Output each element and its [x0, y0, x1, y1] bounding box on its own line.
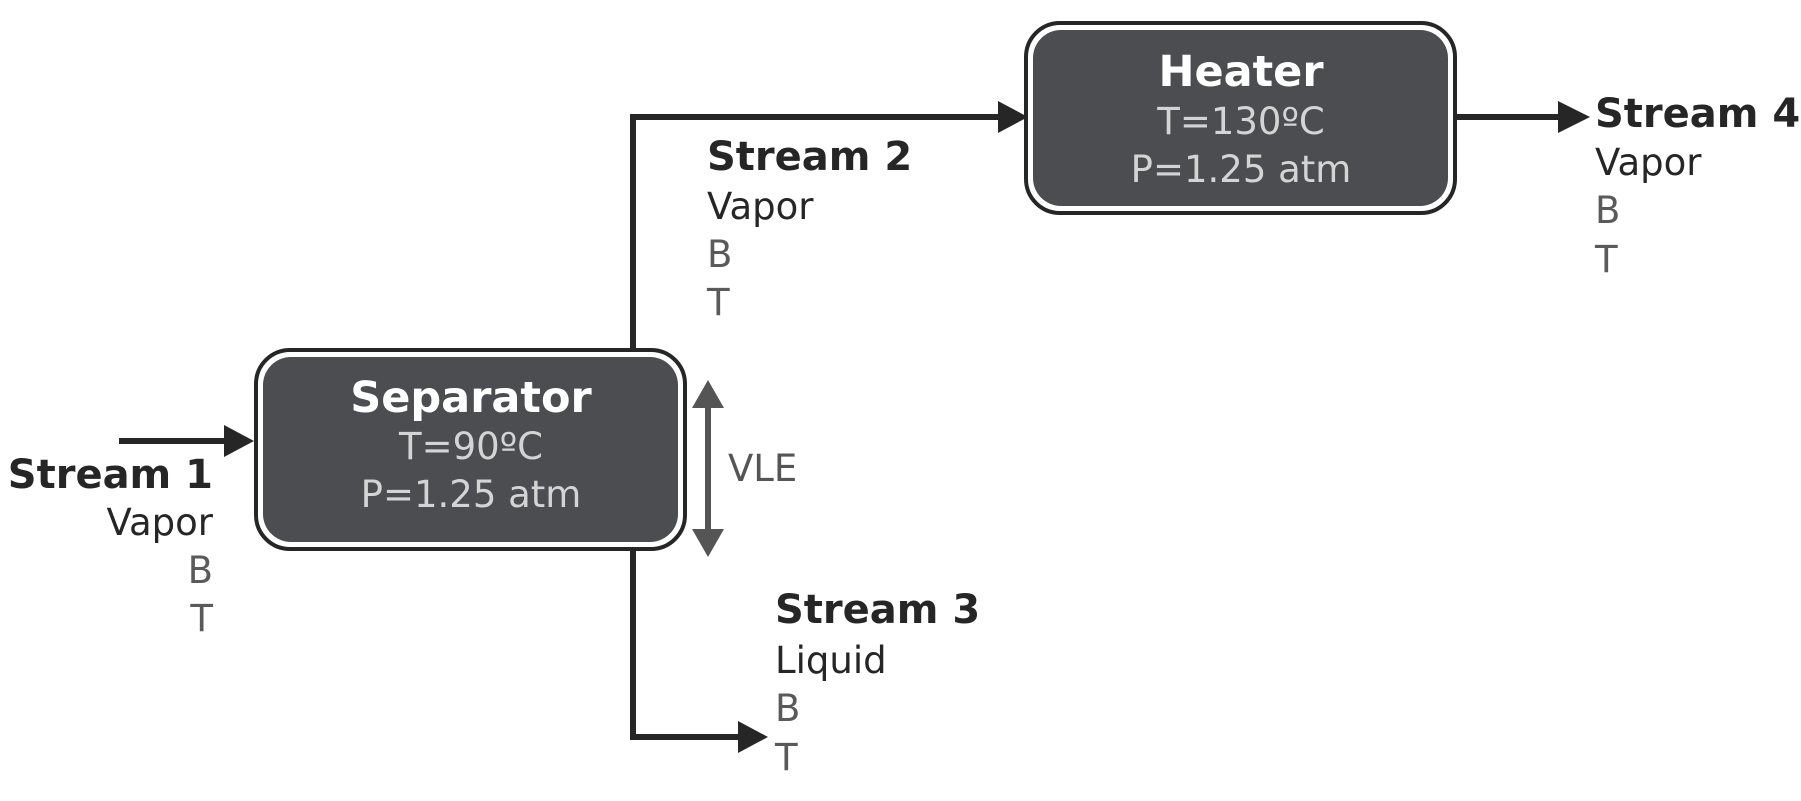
stream-3-label: Stream 3 Liquid B T — [774, 587, 980, 779]
stream-3-component: B — [775, 687, 800, 730]
stream-4-name: Stream 4 — [1595, 91, 1800, 137]
stream-4-phase: Vapor — [1595, 141, 1702, 184]
stream-1-label: Stream 1 Vapor B T — [8, 452, 214, 640]
heater-title: Heater — [1158, 47, 1324, 97]
stream-3-component: T — [774, 736, 798, 779]
stream-1-line — [119, 425, 254, 457]
separator-unit: Separator T=90ºC P=1.25 atm — [254, 348, 687, 551]
stream-2-component: B — [707, 233, 732, 276]
heater-temperature: T=130ºC — [1156, 100, 1325, 143]
stream-4-component: B — [1595, 189, 1620, 232]
stream-4-label: Stream 4 Vapor B T — [1594, 91, 1800, 281]
vle-label: VLE — [728, 447, 797, 490]
stream-2-component: T — [706, 281, 730, 324]
stream-1-name: Stream 1 — [8, 452, 213, 498]
stream-2-phase: Vapor — [707, 185, 814, 228]
vle-double-arrow — [692, 380, 724, 557]
stream-1-phase: Vapor — [107, 501, 214, 544]
stream-3-name: Stream 3 — [775, 587, 980, 633]
stream-3-phase: Liquid — [775, 639, 887, 682]
separator-temperature: T=90ºC — [398, 425, 543, 468]
stream-1-component: T — [189, 597, 213, 640]
separator-title: Separator — [350, 373, 592, 423]
stream-1-component: B — [188, 549, 213, 592]
stream-2-name: Stream 2 — [707, 134, 912, 180]
stream-2-line — [630, 101, 1028, 350]
stream-4-line — [1455, 101, 1590, 133]
stream-2-label: Stream 2 Vapor B T — [706, 134, 912, 324]
stream-4-component: T — [1594, 238, 1618, 281]
heater-pressure: P=1.25 atm — [1131, 148, 1352, 191]
stream-3-line — [630, 545, 768, 753]
heater-unit: Heater T=130ºC P=1.25 atm — [1024, 21, 1457, 215]
separator-pressure: P=1.25 atm — [361, 473, 582, 516]
